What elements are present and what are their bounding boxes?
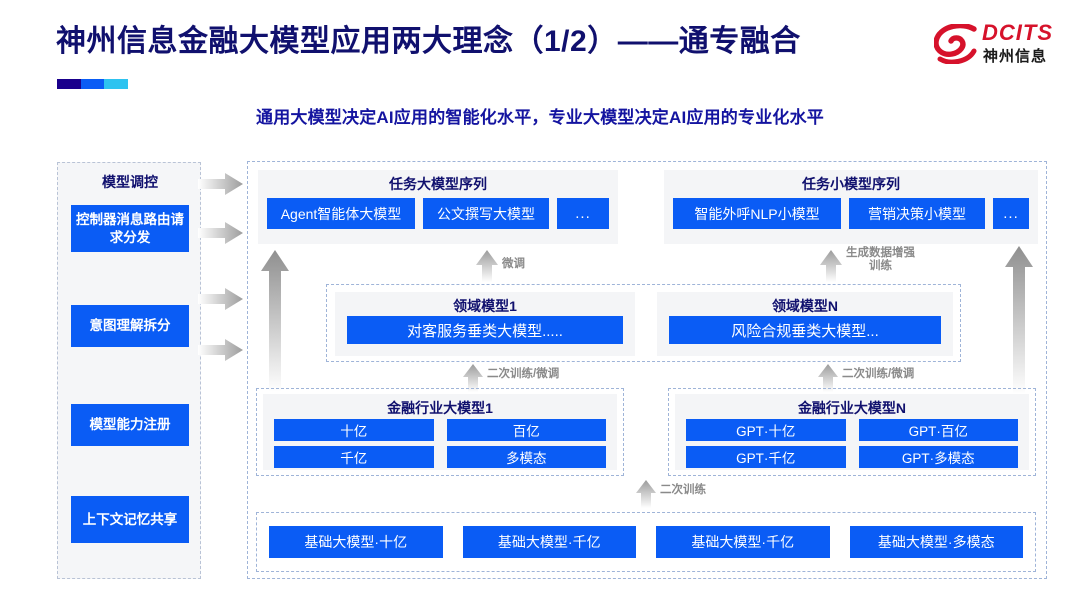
chip-risk-compliance-model[interactable]: 风险合规垂类大模型... (669, 316, 941, 344)
retrain-tune-left-arrow-icon (463, 364, 483, 392)
retrain-tune-right-arrow-icon (818, 364, 838, 392)
feed-arrow-1-icon (198, 173, 243, 195)
chip-more-right[interactable]: ... (993, 198, 1029, 229)
fine-tune-arrow-icon (476, 250, 498, 282)
industry-model-1-group: 金融行业大模型1 十亿 百亿 千亿 多模态 (256, 388, 624, 476)
brand-logo: DCITS 神州信息 (934, 18, 1064, 74)
retrain-arrow-icon (636, 480, 656, 508)
page-header: 神州信息金融大模型应用两大理念（1/2）——通专融合 通用大模型决定AI应用的智… (0, 0, 1080, 140)
base-model-chips: 基础大模型·十亿 基础大模型·千亿 基础大模型·千亿 基础大模型·多模态 (257, 513, 1035, 571)
sidebar-item-context-memory[interactable]: 上下文记忆共享 (71, 496, 189, 543)
chip-customer-service-model[interactable]: 对客服务垂类大模型..... (347, 316, 623, 344)
sidebar-item-intent-parsing[interactable]: 意图理解拆分 (71, 305, 189, 347)
data-aug-arrow-icon (820, 250, 842, 282)
chip-multimodal[interactable]: 多模态 (446, 446, 606, 468)
feed-arrow-3-icon (198, 288, 243, 310)
sidebar-title: 模型调控 (102, 174, 158, 190)
task-small-model-title: 任务小模型序列 (802, 176, 900, 192)
industry-model-n-panel: 金融行业大模型N GPT·十亿 GPT·百亿 GPT·千亿 GPT·多模态 (675, 394, 1029, 470)
fine-tune-label: 微调 (502, 258, 525, 270)
chip-base-trillion-2[interactable]: 基础大模型·千亿 (656, 526, 830, 558)
chip-gpt-ten-billion[interactable]: GPT·百亿 (858, 419, 1018, 441)
chip-outbound-nlp[interactable]: 智能外呼NLP小模型 (673, 198, 841, 229)
chip-doc-writing[interactable]: 公文撰写大模型 (423, 198, 549, 229)
chip-more-left[interactable]: ... (557, 198, 609, 229)
accent-bar (57, 79, 128, 89)
chip-base-multimodal[interactable]: 基础大模型·多模态 (849, 526, 1023, 558)
task-small-model-chips: 智能外呼NLP小模型 营销决策小模型 ... (664, 191, 1038, 237)
domain-model-n-panel: 领域模型N 风险合规垂类大模型... (657, 292, 953, 356)
model-control-sidebar: 模型调控 控制器消息路由请求分发 意图理解拆分 模型能力注册 上下文记忆共享 (57, 162, 201, 579)
industry-model-1-panel: 金融行业大模型1 十亿 百亿 千亿 多模态 (263, 394, 617, 470)
chip-gpt-billion[interactable]: GPT·十亿 (686, 419, 846, 441)
tall-up-arrow-left-icon (261, 250, 289, 392)
chip-marketing-decision[interactable]: 营销决策小模型 (849, 198, 985, 229)
task-large-model-title: 任务大模型序列 (389, 176, 487, 192)
industry-model-n-title: 金融行业大模型N (797, 400, 907, 416)
industry-model-1-title: 金融行业大模型1 (387, 400, 493, 416)
data-aug-label: 生成数据增强 训练 (846, 247, 915, 273)
sidebar-item-controller-routing[interactable]: 控制器消息路由请求分发 (71, 205, 189, 252)
chip-agent-model[interactable]: Agent智能体大模型 (267, 198, 415, 229)
dcits-swirl-icon (934, 24, 977, 64)
architecture-diagram: 任务大模型序列 Agent智能体大模型 公文撰写大模型 ... 任务小模型序列 … (247, 161, 1047, 579)
retrain-label: 二次训练 (660, 484, 706, 496)
task-large-model-panel: 任务大模型序列 Agent智能体大模型 公文撰写大模型 ... (258, 170, 618, 244)
domain-model-n-title: 领域模型N (771, 298, 839, 314)
chip-billion[interactable]: 十亿 (274, 419, 434, 441)
domain-model-1-panel: 领域模型1 对客服务垂类大模型..... (335, 292, 635, 356)
brand-sub: 神州信息 (983, 48, 1048, 65)
brand-name: DCITS (982, 20, 1053, 45)
retrain-tune-right-label: 二次训练/微调 (842, 368, 915, 380)
chip-gpt-multimodal[interactable]: GPT·多模态 (858, 446, 1018, 468)
chip-base-billion[interactable]: 基础大模型·十亿 (269, 526, 443, 558)
domain-model-group: 领域模型1 对客服务垂类大模型..... 领域模型N 风险合规垂类大模型... (326, 284, 961, 362)
chip-base-trillion-1[interactable]: 基础大模型·千亿 (462, 526, 636, 558)
industry-model-1-chips: 十亿 百亿 千亿 多模态 (263, 415, 617, 477)
feed-arrow-4-icon (198, 339, 243, 361)
chip-gpt-hundred-billion[interactable]: GPT·千亿 (686, 446, 846, 468)
feed-arrow-2-icon (198, 222, 243, 244)
chip-hundred-billion[interactable]: 千亿 (274, 446, 434, 468)
industry-model-n-chips: GPT·十亿 GPT·百亿 GPT·千亿 GPT·多模态 (675, 415, 1029, 477)
base-model-group: 基础大模型·十亿 基础大模型·千亿 基础大模型·千亿 基础大模型·多模态 (256, 512, 1036, 572)
page-title: 神州信息金融大模型应用两大理念（1/2）——通专融合 (56, 25, 801, 58)
task-small-model-panel: 任务小模型序列 智能外呼NLP小模型 营销决策小模型 ... (664, 170, 1038, 244)
accent-segment-3 (104, 79, 128, 89)
industry-model-n-group: 金融行业大模型N GPT·十亿 GPT·百亿 GPT·千亿 GPT·多模态 (668, 388, 1036, 476)
sidebar-item-capability-registry[interactable]: 模型能力注册 (71, 404, 189, 446)
tall-up-arrow-right-icon (1005, 246, 1033, 394)
task-large-model-chips: Agent智能体大模型 公文撰写大模型 ... (258, 191, 618, 237)
domain-model-1-title: 领域模型1 (453, 298, 517, 314)
retrain-tune-left-label: 二次训练/微调 (487, 368, 560, 380)
chip-ten-billion[interactable]: 百亿 (446, 419, 606, 441)
page-subtitle: 通用大模型决定AI应用的智能化水平，专业大模型决定AI应用的专业化水平 (256, 108, 824, 127)
accent-segment-2 (81, 79, 104, 89)
accent-segment-1 (57, 79, 81, 89)
